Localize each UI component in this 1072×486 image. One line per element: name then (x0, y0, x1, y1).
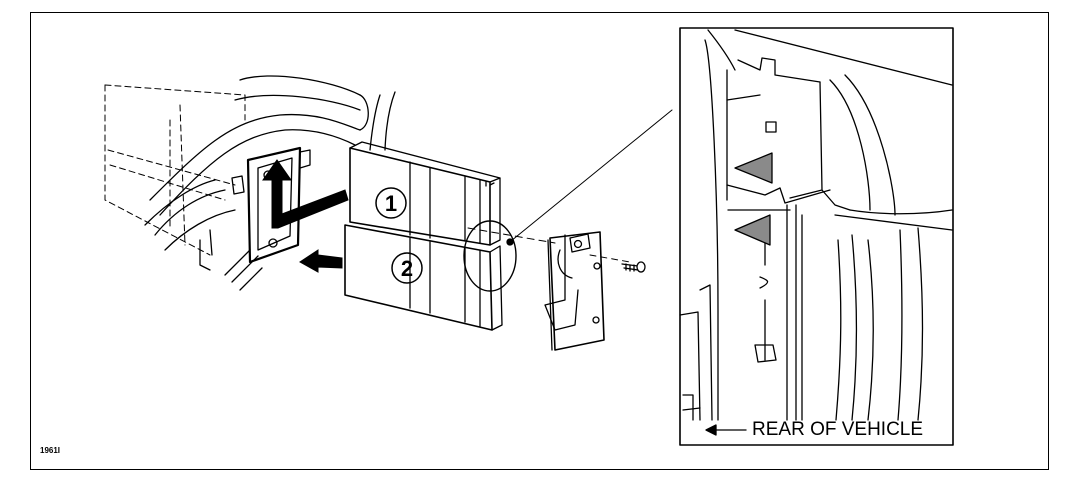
retaining-bracket (544, 231, 605, 351)
inset-detail (679, 29, 953, 421)
alignment-triangle-upper (734, 152, 773, 184)
inset-leader-line (510, 109, 673, 242)
module-1 (349, 141, 501, 246)
removal-arrow-1 (262, 159, 349, 229)
callout-circle-1 (375, 187, 407, 219)
housing-dashed-outline (104, 84, 246, 256)
callout-number-1: 1 (385, 191, 397, 216)
detail-ellipse (463, 220, 517, 292)
screw (621, 261, 646, 273)
inset-frame (679, 27, 954, 446)
diagram-frame (30, 12, 1049, 470)
module-2 (344, 224, 503, 331)
callout-circle-2 (391, 252, 423, 284)
callout-number-2: 2 (401, 256, 413, 281)
wire-harness (144, 75, 396, 291)
figure-id: 1961I (40, 446, 61, 455)
housing-bracket (231, 146, 311, 264)
leader-dot (506, 238, 514, 246)
removal-arrow-2 (299, 249, 343, 273)
alignment-triangle-lower (734, 214, 771, 246)
rear-direction-arrowhead (705, 424, 717, 436)
assembly-guide-1 (467, 227, 556, 244)
inset-label: REAR OF VEHICLE (752, 419, 924, 440)
assembly-guide-2 (589, 254, 631, 263)
